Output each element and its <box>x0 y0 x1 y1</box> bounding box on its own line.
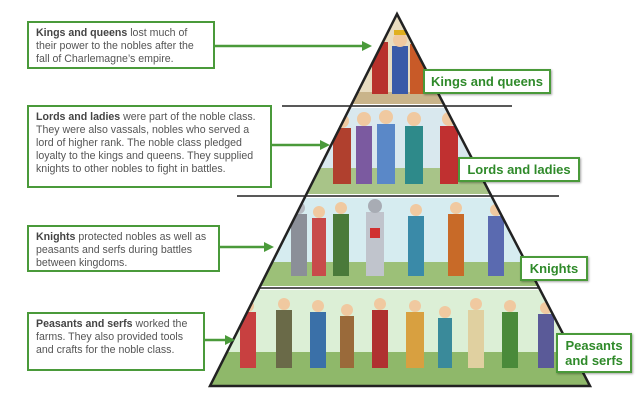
label-peasants-line2: and serfs <box>565 353 623 368</box>
note-knights-lead: Knights <box>36 231 76 243</box>
label-kings-and-queens: Kings and queens <box>423 69 551 94</box>
note-kings-text: lost much of their power to the nobles a… <box>36 27 194 65</box>
note-kings-and-queens: Kings and queens lost much of their powe… <box>27 21 215 69</box>
label-knights: Knights <box>520 256 588 281</box>
label-peasants-line1: Peasants <box>565 338 623 353</box>
note-lords-text: were part of the noble class. They were … <box>36 111 256 175</box>
note-knights: Knights protected nobles as well as peas… <box>27 225 220 272</box>
note-lords-lead: Lords and ladies <box>36 111 121 123</box>
label-lords-and-ladies: Lords and ladies <box>458 157 580 182</box>
kings-figures <box>372 26 424 94</box>
note-peasants-text: worked the farms. They also provided too… <box>36 318 188 356</box>
lords-figures <box>333 110 458 184</box>
note-kings-lead: Kings and queens <box>36 27 128 39</box>
note-peasants-and-serfs: Peasants and serfs worked the farms. The… <box>27 312 205 371</box>
note-lords-and-ladies: Lords and ladies were part of the noble … <box>27 105 272 188</box>
pyramid-outline <box>207 11 593 388</box>
note-knights-text: protected nobles as well as peasants and… <box>36 231 207 269</box>
peasants-figures <box>240 298 554 368</box>
note-peasants-lead: Peasants and serfs <box>36 318 133 330</box>
knights-figures <box>291 199 504 276</box>
label-peasants-and-serfs: Peasants and serfs <box>556 333 632 373</box>
